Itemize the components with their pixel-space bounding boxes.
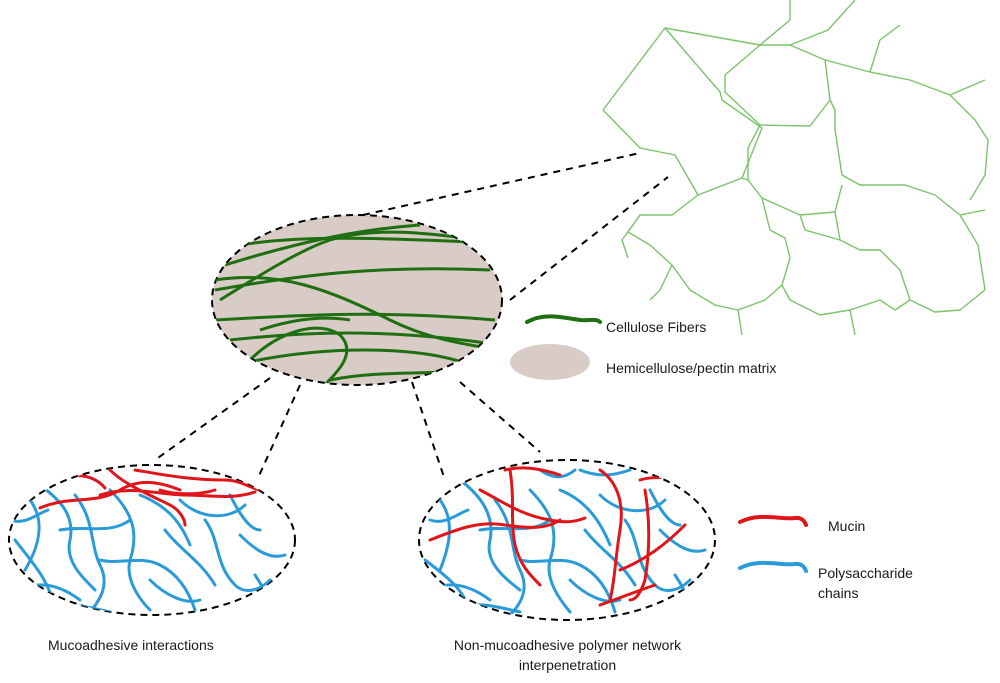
cellulose-swatch-icon [525,314,602,324]
non-mucoadhesive-ellipse [418,459,716,621]
mucin-swatch-icon [738,514,808,527]
legend-mucin-label: Mucin [828,518,866,534]
matrix-ellipse [211,214,503,386]
connector-left-a [154,377,271,461]
legend-matrix-label: Hemicellulose/pectin matrix [606,360,777,376]
polysaccharide-swatch-icon [738,560,808,573]
matrix-swatch-icon [510,344,590,380]
cell-wall-tissue [602,0,989,336]
polysaccharide-chains-right [423,468,707,617]
connector-top-left [362,152,641,216]
caption-mucoadhesive: Mucoadhesive interactions [48,637,214,653]
connector-lines [154,152,669,481]
mucoadhesive-ellipse [8,464,296,616]
cellulose-fibers [214,223,501,385]
caption-non-mucoadhesive-line2: interpenetration [518,657,617,673]
legend-polysaccharide-label-line2: chains [818,585,859,601]
connector-left-b [257,384,301,479]
legend-polysaccharide-label-line1: Polysaccharide [818,565,913,581]
legend [510,314,808,573]
connector-top-right [509,176,669,301]
mucin-chains-right [428,466,687,607]
connector-right-a [411,381,446,481]
connector-right-b [459,381,541,453]
legend-cellulose-label: Cellulose Fibers [606,319,707,335]
caption-non-mucoadhesive-line1: Non-mucoadhesive polymer network [453,637,682,653]
